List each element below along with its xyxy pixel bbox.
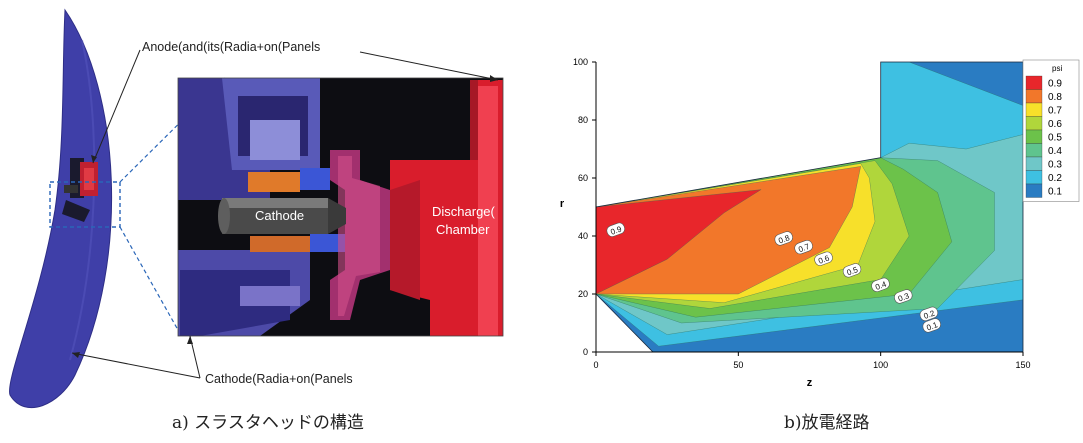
contour-label-0.6: 0.6: [814, 251, 833, 266]
svg-text:0.9: 0.9: [609, 224, 623, 236]
legend-title: psi: [1052, 64, 1062, 73]
y-tick-label-20: 20: [578, 289, 588, 299]
legend-swatch-0.3: [1025, 156, 1043, 171]
legend-label-0.4: 0.4: [1048, 146, 1062, 157]
thruster-structure-panel: Anode(and(its(Radia+on(Panels Cathode(Ra…: [0, 0, 530, 439]
svg-text:0.3: 0.3: [897, 291, 911, 303]
legend-label-0.8: 0.8: [1048, 92, 1062, 103]
cathode-label: Cathode: [255, 208, 305, 223]
discharge-label-line1: Discharge(: [432, 204, 495, 219]
svg-text:0.1: 0.1: [925, 320, 939, 332]
thruster-diagram: [9, 8, 504, 409]
contour-band-0.9: [596, 189, 762, 295]
y-tick-label-0: 0: [583, 347, 588, 357]
legend-swatch-0.5: [1025, 129, 1043, 144]
x-tick-label-0: 0: [593, 360, 598, 370]
contour-label-0.5: 0.5: [842, 263, 862, 278]
domain-outline: [595, 61, 1024, 353]
discharge-label-line2: Chamber: [436, 222, 490, 237]
x-axis-label: z: [807, 377, 813, 389]
legend-swatch-0.2: [1025, 170, 1043, 185]
zoom-selection-box: [49, 181, 121, 228]
y-tick-label-100: 100: [573, 57, 588, 67]
y-axis-label: r: [560, 198, 565, 210]
legend-label-0.3: 0.3: [1048, 160, 1062, 171]
legend-label-0.1: 0.1: [1048, 187, 1062, 198]
anode-callout-arrow: [92, 49, 141, 164]
inset-enlarged-view: [177, 77, 504, 337]
legend-label-0.7: 0.7: [1048, 106, 1062, 117]
svg-text:0.5: 0.5: [846, 265, 860, 277]
svg-text:0.8: 0.8: [777, 233, 791, 245]
thruster-head-small: [62, 158, 98, 222]
contour-label-0.3: 0.3: [894, 289, 913, 304]
x-tick-label-100: 100: [873, 360, 888, 370]
x-tick-label-150: 150: [1015, 360, 1030, 370]
y-tick-label-60: 60: [578, 173, 588, 183]
y-tick-label-80: 80: [578, 115, 588, 125]
cathode-radiation-panels-label: Cathode(Radia+on(Panels: [205, 372, 353, 386]
anode-radiation-panels-label: Anode(and(its(Radia+on(Panels: [142, 40, 321, 54]
radiator-panel: [9, 8, 113, 409]
discharge-path-panel: 0 50 100 150 0 20 40 60 80 100 z r 0.9 0.8 0.7 0.6 0.5 0…: [540, 0, 1083, 439]
contour-label-0.7: 0.7: [794, 239, 813, 255]
legend-label-0.5: 0.5: [1048, 133, 1062, 144]
contour-label-0.9: 0.9: [606, 222, 625, 237]
legend-swatch-0.4: [1025, 143, 1043, 158]
anode-callout-arrow-2: [359, 51, 499, 81]
legend-swatch-0.1: [1025, 183, 1043, 198]
y-tick-label-40: 40: [578, 231, 588, 241]
caption-a: a) スラスタヘッドの構造: [172, 413, 364, 433]
cathode-callout-arrow: [71, 352, 201, 379]
svg-text:0.4: 0.4: [874, 279, 888, 291]
svg-text:0.7: 0.7: [797, 242, 811, 254]
contour-label-0.8: 0.8: [774, 231, 793, 246]
contour-label-0.4: 0.4: [871, 277, 890, 292]
legend-label-0.2: 0.2: [1048, 173, 1062, 184]
legend-swatch-0.9: [1025, 75, 1043, 90]
x-tick-label-50: 50: [733, 360, 743, 370]
contour-chart: 0 50 100 150 0 20 40 60 80 100 z r 0.9 0.8 0.7 0.6 0.5 0…: [560, 57, 1080, 389]
legend-label-0.9: 0.9: [1048, 79, 1062, 90]
contour-band-0.8: [596, 166, 862, 295]
contour-label-0.1: 0.1: [922, 318, 941, 333]
legend-swatch-0.7: [1025, 102, 1043, 117]
caption-b: b)放電経路: [784, 413, 870, 433]
contour-label-0.2: 0.2: [919, 306, 939, 321]
svg-text:0.2: 0.2: [922, 308, 936, 320]
legend-label-0.6: 0.6: [1048, 119, 1062, 130]
legend-swatch-0.8: [1025, 89, 1043, 104]
svg-text:0.6: 0.6: [817, 253, 831, 265]
legend-swatch-0.6: [1025, 116, 1043, 131]
